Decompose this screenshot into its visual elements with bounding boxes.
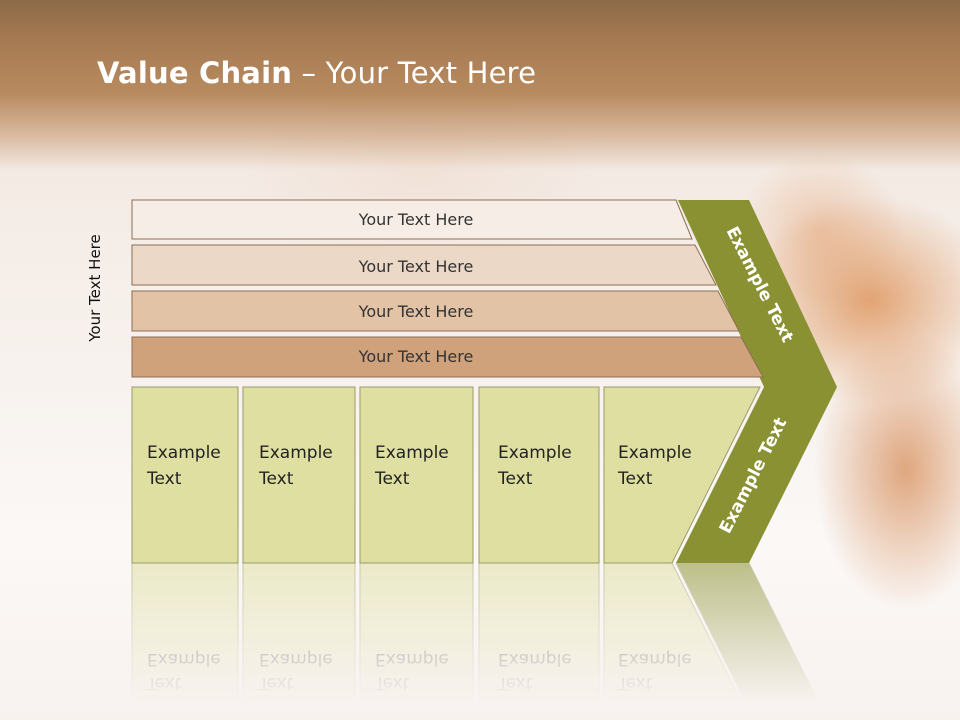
- reflection-text: Text: [617, 673, 653, 693]
- reflection-text: Example: [375, 649, 449, 669]
- reflection-text: Text: [258, 673, 294, 693]
- reflection-cell: [359, 562, 474, 720]
- cell-label-line2: Text: [497, 469, 533, 489]
- title-rest: – Your Text Here: [292, 56, 537, 90]
- diagram-reflection: Text Example Text Example Text Example T…: [131, 562, 829, 720]
- cell-label-line1: Example: [375, 443, 449, 463]
- cell-label-line1: Example: [498, 443, 572, 463]
- cell-label-line1: Example: [618, 443, 692, 463]
- cell-label-line1: Example: [259, 443, 333, 463]
- slide-title: Value Chain – Your Text Here: [97, 56, 536, 90]
- bar-shape: [131, 336, 764, 378]
- title-band: [0, 0, 960, 170]
- bar-label: Your Text Here: [358, 302, 474, 321]
- bar-shape: [131, 199, 693, 240]
- cell-label-line2: Text: [146, 469, 182, 489]
- title-bold: Value Chain: [97, 56, 293, 90]
- cell-label-line2: Text: [374, 469, 410, 489]
- bar-label: Your Text Here: [358, 210, 474, 229]
- cell-label-line2: Text: [258, 469, 294, 489]
- arrow-lower-segment: [676, 387, 837, 563]
- arrow-upper-segment: [678, 200, 837, 387]
- bar-shape: [131, 244, 717, 286]
- reflection-text: Example: [618, 649, 692, 669]
- cell-label-line2: Text: [617, 469, 653, 489]
- activity-cell: [603, 386, 761, 564]
- reflection-text: Text: [497, 673, 533, 693]
- activity-cell: [478, 386, 600, 564]
- bar-label: Your Text Here: [358, 257, 474, 276]
- reflection-cell: [242, 562, 356, 720]
- reflection-text: Example: [259, 649, 333, 669]
- cell-label-line1: Example: [147, 443, 221, 463]
- reflection-text: Example: [147, 649, 221, 669]
- activity-cell: [242, 386, 356, 564]
- activity-cell: [359, 386, 474, 564]
- reflection-text: Text: [146, 673, 182, 693]
- bar-label: Your Text Here: [358, 347, 474, 366]
- activity-cell: [131, 386, 239, 564]
- bar-shape: [131, 290, 740, 332]
- reflection-cell: [131, 562, 239, 720]
- reflection-text: Text: [374, 673, 410, 693]
- reflection-text: Example: [498, 649, 572, 669]
- reflection-cell: [478, 562, 600, 720]
